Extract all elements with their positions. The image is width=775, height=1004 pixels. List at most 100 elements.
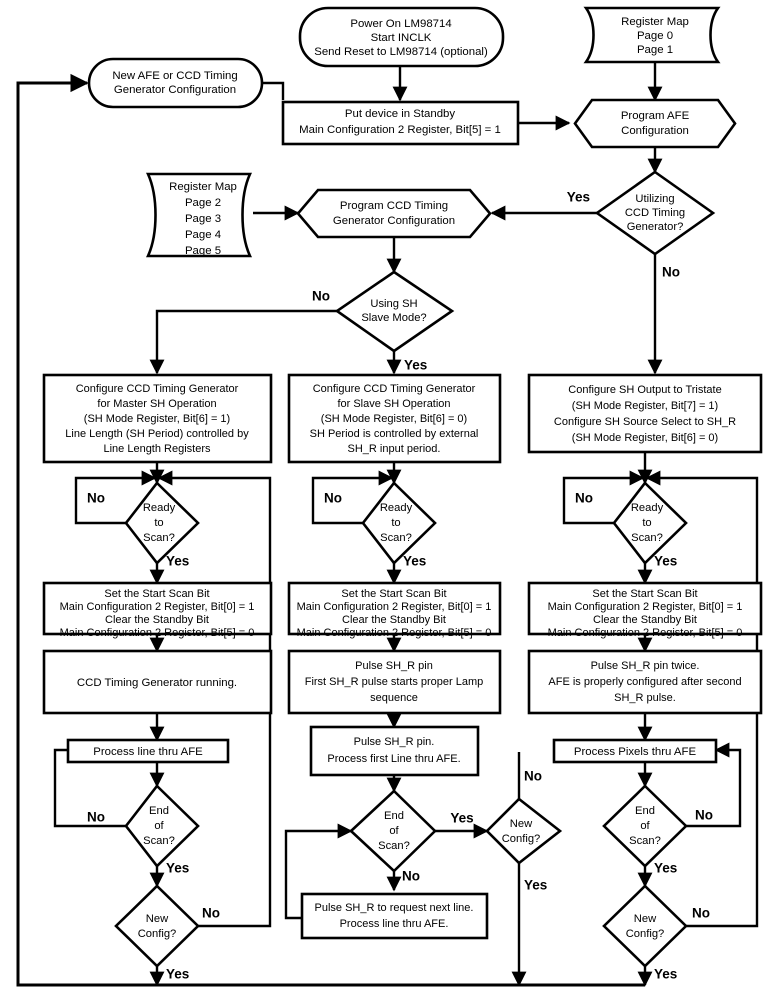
node-pulse-shr-first[interactable]: Pulse SH_R pin First SH_R pulse starts p… xyxy=(287,649,502,715)
node-register-map-01[interactable]: Register Map Page 0 Page 1 xyxy=(583,6,721,64)
register-map-2345-line3: Page 3 xyxy=(185,213,221,225)
node-pulse-shr-twice[interactable]: Pulse SH_R pin twice. AFE is properly co… xyxy=(527,649,763,715)
end-scan-left-line3: Scan? xyxy=(143,835,175,847)
label-ready-left-no: No xyxy=(87,491,105,506)
new-config-left-line1: New xyxy=(146,913,169,925)
power-on-shape xyxy=(298,6,505,68)
node-process-pixels-right[interactable]: Process Pixels thru AFE xyxy=(552,738,718,764)
cfg-master-shape xyxy=(42,373,273,464)
ready-scan-left-line1: Ready xyxy=(143,502,176,514)
node-cfg-tristate[interactable]: Configure SH Output to Tristate (SH Mode… xyxy=(527,373,763,454)
end-scan-left-line2: of xyxy=(154,820,164,832)
node-start-scan-middle[interactable]: Set the Start Scan Bit Main Configuratio… xyxy=(287,581,502,639)
register-map-2345-line2: Page 2 xyxy=(185,197,221,209)
node-new-config-left[interactable]: New Config? xyxy=(114,884,200,968)
new-config-middle-line1: New xyxy=(510,818,533,830)
program-afe-line2: Configuration xyxy=(621,125,689,137)
node-power-on[interactable]: Power On LM98714 Start INCLK Send Reset … xyxy=(298,6,505,68)
utilizing-ccd-shape xyxy=(594,170,716,256)
start-scan-right-line2: Main Configuration 2 Register, Bit[0] = … xyxy=(548,601,743,613)
new-config-shape xyxy=(87,57,264,109)
node-new-config-middle[interactable]: New Config? xyxy=(485,797,563,865)
new-config-middle-line2: Config? xyxy=(502,833,541,845)
new-config-left-shape xyxy=(114,884,200,968)
node-program-ccd[interactable]: Program CCD Timing Generator Configurati… xyxy=(296,188,492,239)
node-start-scan-right[interactable]: Set the Start Scan Bit Main Configuratio… xyxy=(527,581,763,639)
node-start-scan-left[interactable]: Set the Start Scan Bit Main Configuratio… xyxy=(42,581,273,639)
node-ready-scan-left[interactable]: Ready to Scan? xyxy=(124,481,200,565)
start-scan-left-line2: Main Configuration 2 Register, Bit[0] = … xyxy=(60,601,255,613)
node-register-map-2345[interactable]: Register Map Page 2 Page 3 Page 4 Page 5 xyxy=(145,172,253,258)
node-end-scan-middle[interactable]: End of Scan? xyxy=(349,789,437,873)
using-sh-slave-line2: Slave Mode? xyxy=(361,312,426,324)
ready-scan-middle-line3: Scan? xyxy=(380,532,412,544)
label-endscan-middle-yes: Yes xyxy=(450,811,473,826)
cfg-slave-line5: SH_R input period. xyxy=(348,443,441,455)
end-scan-middle-line1: End xyxy=(384,810,404,822)
ready-scan-right-shape xyxy=(612,481,688,565)
edge-shslave-no xyxy=(149,309,337,375)
new-config-left-line2: Config? xyxy=(138,928,177,940)
standby-line1: Put device in Standby xyxy=(345,108,455,120)
pulse-shr-first-line1: Pulse SH_R pin xyxy=(355,660,433,672)
node-end-scan-left[interactable]: End of Scan? xyxy=(124,784,200,868)
node-program-afe[interactable]: Program AFE Configuration xyxy=(573,98,737,149)
label-shslave-yes: Yes xyxy=(404,358,427,373)
node-pulse-shr-proc[interactable]: Pulse SH_R pin. Process first Line thru … xyxy=(309,725,480,777)
node-ready-scan-middle[interactable]: Ready to Scan? xyxy=(361,481,437,565)
start-scan-middle-line2: Main Configuration 2 Register, Bit[0] = … xyxy=(297,601,492,613)
register-map-2345-line1: Register Map xyxy=(169,181,237,193)
node-new-config-right[interactable]: New Config? xyxy=(602,884,688,968)
new-config-line1: New AFE or CCD Timing xyxy=(112,70,237,82)
edge-pulsenext-loop xyxy=(284,823,353,920)
node-utilizing-ccd[interactable]: Utilizing CCD Timing Generator? xyxy=(594,170,716,256)
ready-scan-right-line3: Scan? xyxy=(631,532,663,544)
node-cfg-master[interactable]: Configure CCD Timing Generator for Maste… xyxy=(42,373,273,464)
cfg-slave-line2: for Slave SH Operation xyxy=(337,398,450,410)
power-on-line2: Start INCLK xyxy=(371,32,432,44)
connectors xyxy=(16,62,759,987)
node-ready-scan-right[interactable]: Ready to Scan? xyxy=(612,481,688,565)
utilizing-ccd-line2: CCD Timing xyxy=(625,207,685,219)
process-line-left-label: Process line thru AFE xyxy=(93,746,203,758)
label-shslave-no: No xyxy=(312,289,330,304)
node-new-config[interactable]: New AFE or CCD Timing Generator Configur… xyxy=(87,57,264,109)
power-on-line3: Send Reset to LM98714 (optional) xyxy=(314,46,488,58)
program-afe-shape xyxy=(573,98,737,149)
pulse-shr-next-line1: Pulse SH_R to request next line. xyxy=(315,902,474,914)
label-endscan-middle-no: No xyxy=(402,869,420,884)
start-scan-right-line1: Set the Start Scan Bit xyxy=(592,588,697,600)
ready-scan-middle-shape xyxy=(361,481,437,565)
label-ready-left-yes: Yes xyxy=(166,554,189,569)
start-scan-middle-line1: Set the Start Scan Bit xyxy=(341,588,446,600)
label-newconfig-right-no: No xyxy=(692,906,710,921)
edge-newcfg-to-standby-stub xyxy=(262,81,285,100)
node-ctg-running[interactable]: CCD Timing Generator running. xyxy=(42,649,273,715)
label-ready-right-no: No xyxy=(575,491,593,506)
start-scan-left-shape xyxy=(42,581,273,636)
utilizing-ccd-line3: Generator? xyxy=(627,221,684,233)
pulse-shr-next-shape xyxy=(300,892,489,940)
cfg-tristate-shape xyxy=(527,373,763,454)
cfg-slave-line3: (SH Mode Register, Bit[6] = 0) xyxy=(321,413,467,425)
node-pulse-shr-next[interactable]: Pulse SH_R to request next line. Process… xyxy=(300,892,489,940)
process-pixels-right-label: Process Pixels thru AFE xyxy=(574,746,697,758)
node-using-sh-slave[interactable]: Using SH Slave Mode? xyxy=(334,270,455,353)
cfg-master-line3: (SH Mode Register, Bit[6] = 1) xyxy=(84,413,230,425)
pulse-shr-next-line2: Process line thru AFE. xyxy=(340,918,449,930)
pulse-shr-twice-line3: SH_R pulse. xyxy=(614,692,676,704)
register-map-01-line2: Page 0 xyxy=(637,30,673,42)
start-scan-middle-shape xyxy=(287,581,502,636)
node-end-scan-right[interactable]: End of Scan? xyxy=(602,784,688,868)
node-process-line-left[interactable]: Process line thru AFE xyxy=(66,738,230,764)
start-scan-middle-line3: Clear the Standby Bit xyxy=(342,614,446,626)
node-cfg-slave[interactable]: Configure CCD Timing Generator for Slave… xyxy=(287,373,502,464)
pulse-shr-twice-line1: Pulse SH_R pin twice. xyxy=(591,660,700,672)
label-ready-middle-no: No xyxy=(324,491,342,506)
node-standby[interactable]: Put device in Standby Main Configuration… xyxy=(281,100,520,146)
program-ccd-line1: Program CCD Timing xyxy=(340,200,448,212)
label-endscan-right-no: No xyxy=(695,808,713,823)
label-newconfig-middle-no: No xyxy=(524,769,542,784)
